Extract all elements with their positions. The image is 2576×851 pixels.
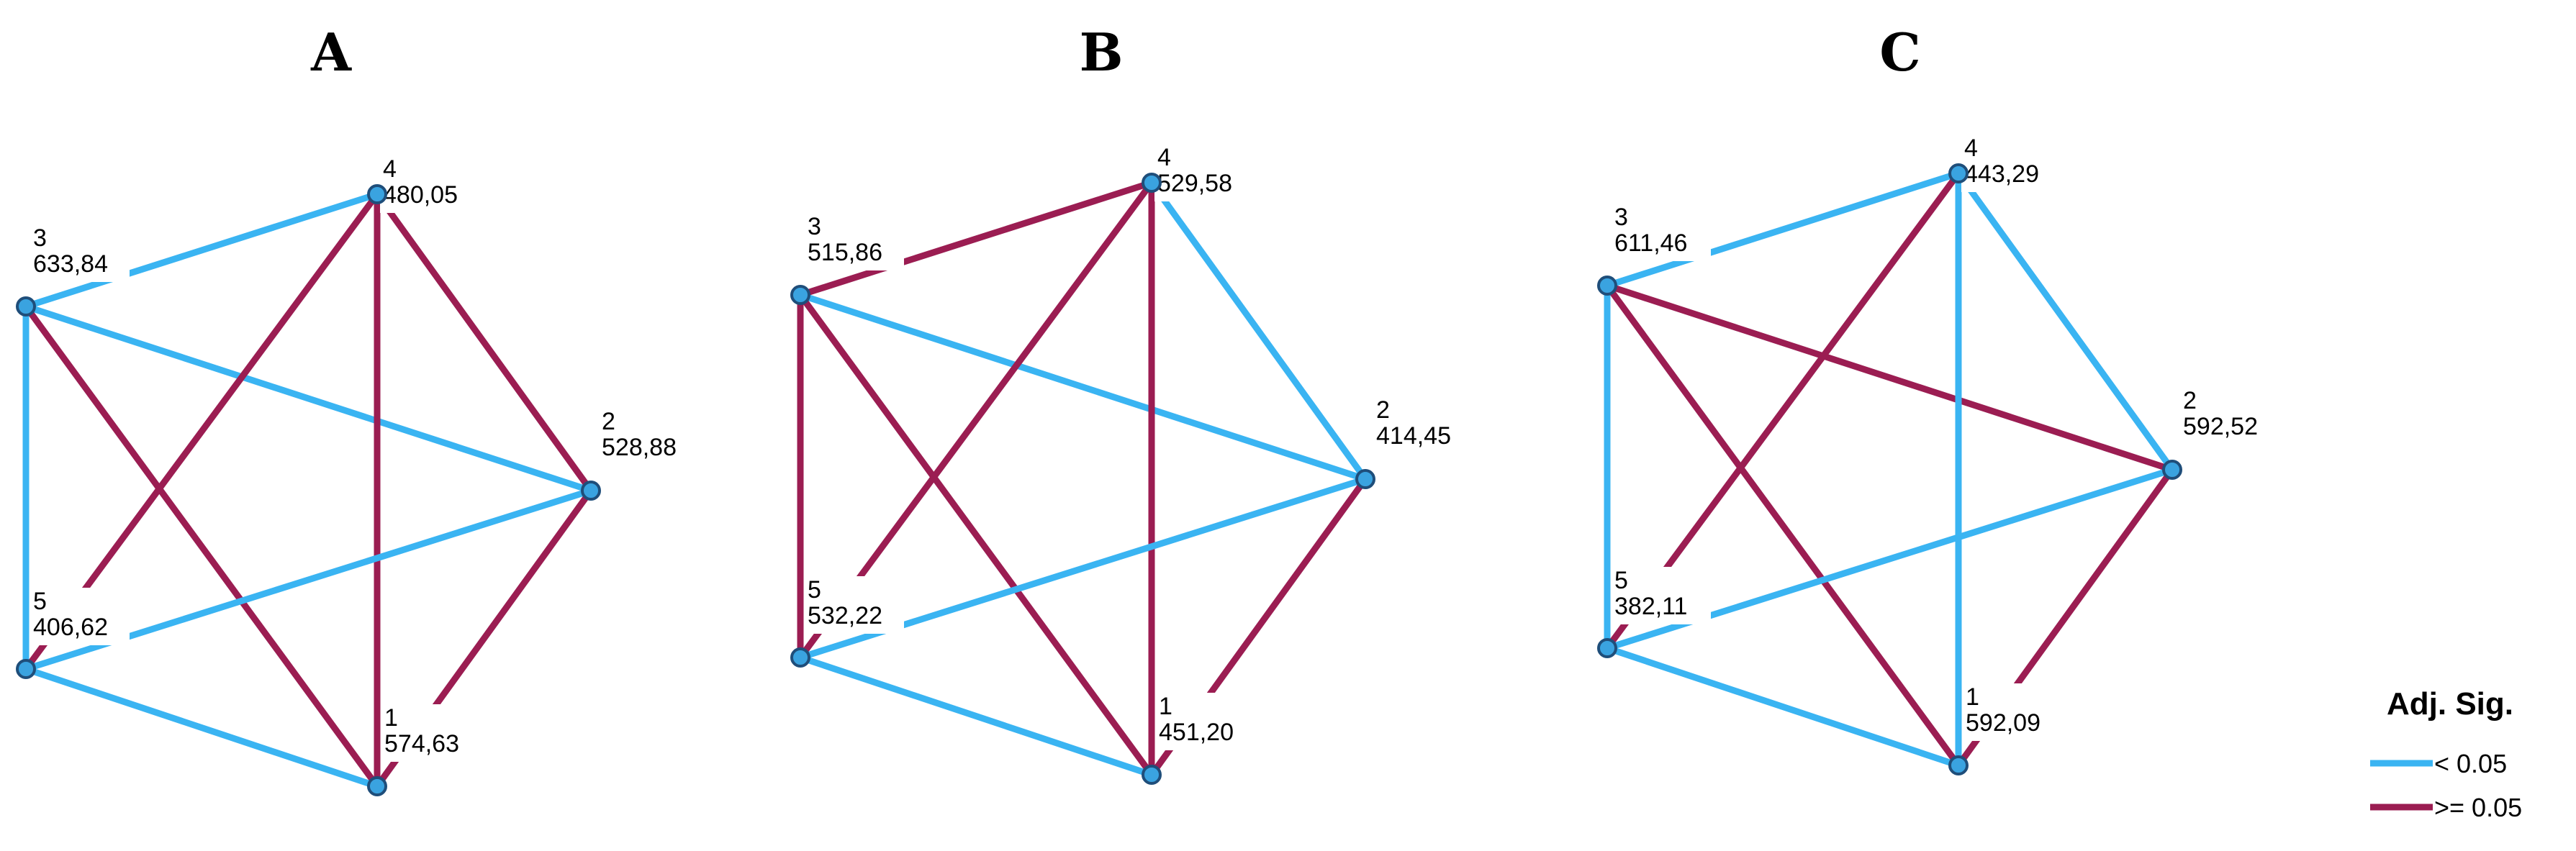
node-mean-rank: 414,45	[1376, 422, 1451, 450]
node-id: 2	[602, 408, 615, 435]
nodes	[1597, 163, 2182, 775]
node-label-background	[599, 408, 698, 465]
nodes	[790, 173, 1375, 785]
node-mean-rank: 529,58	[1157, 170, 1232, 197]
node-label-background	[805, 576, 904, 634]
edge-4-2	[374, 192, 594, 493]
panel-title: A	[310, 22, 352, 83]
node-id: 2	[1376, 396, 1390, 424]
legend: Adj. Sig. < 0.05 >= 0.05	[2370, 686, 2522, 822]
node-3	[16, 296, 36, 317]
node-mean-rank: 592,09	[1966, 709, 2041, 737]
node-label-background	[30, 588, 130, 645]
node-label-background	[1156, 693, 1255, 750]
node-mean-rank: 532,22	[808, 602, 882, 629]
node-1	[367, 776, 387, 796]
node-label-background	[1154, 144, 1254, 201]
node-2	[2162, 460, 2182, 480]
node-mean-rank: 406,62	[33, 614, 108, 641]
node-4	[1948, 163, 1969, 183]
node-label-background	[1612, 567, 1711, 624]
node-4	[367, 184, 387, 204]
edge-3-1	[23, 304, 380, 788]
node-5	[1597, 638, 1617, 658]
edges	[797, 179, 1368, 778]
node-id: 5	[33, 588, 47, 615]
edge-3-2	[799, 291, 1367, 483]
node-label-background	[1373, 396, 1473, 454]
edge-4-2	[1149, 181, 1368, 481]
node-mean-rank: 574,63	[384, 730, 459, 757]
node-1	[1142, 765, 1162, 785]
node-id: 4	[1964, 135, 1978, 162]
edge-3-1	[797, 293, 1154, 777]
node-4	[1142, 173, 1162, 193]
node-id: 2	[2183, 387, 2197, 414]
panels-layer: A1574,632528,883633,844480,055406,62B145…	[16, 22, 2279, 796]
node-label-background	[805, 213, 904, 270]
edge-5-1	[799, 654, 1153, 778]
node-mean-rank: 443,29	[1964, 160, 2039, 188]
node-mean-rank: 633,84	[33, 250, 108, 278]
edge-4-2	[1956, 171, 2175, 472]
edges	[22, 191, 594, 790]
node-id: 4	[1157, 144, 1171, 171]
nodes	[16, 184, 601, 796]
node-2	[1355, 469, 1375, 489]
node-label-background	[30, 224, 130, 282]
node-id: 3	[808, 213, 821, 240]
node-mean-rank: 382,11	[1614, 593, 1687, 620]
panel-title: C	[1879, 22, 1920, 83]
node-label-background	[381, 704, 481, 762]
edge-3-4	[799, 179, 1153, 299]
node-3	[790, 285, 810, 305]
node-mean-rank: 515,86	[808, 239, 882, 266]
node-mean-rank: 592,52	[2183, 413, 2258, 440]
edge-3-4	[1606, 170, 1960, 289]
node-2	[581, 481, 601, 501]
node-5	[790, 647, 810, 668]
node-id: 1	[1966, 683, 1979, 711]
node-id: 5	[808, 576, 821, 604]
edge-5-1	[1606, 645, 1960, 769]
node-id: 5	[1614, 567, 1628, 594]
node-id: 3	[1614, 204, 1628, 231]
node-id: 1	[1159, 693, 1172, 720]
node-label-background	[2180, 387, 2279, 445]
panel-title: B	[1080, 22, 1124, 83]
node-1	[1948, 755, 1969, 775]
edge-3-2	[1606, 282, 2174, 473]
node-3	[1597, 276, 1617, 296]
edge-3-2	[24, 303, 592, 494]
legend-label-nonsig: >= 0.05	[2434, 793, 2522, 822]
node-mean-rank: 611,46	[1614, 229, 1687, 257]
node-mean-rank: 528,88	[602, 434, 677, 461]
node-id: 4	[383, 155, 397, 183]
legend-title: Adj. Sig.	[2387, 686, 2513, 722]
node-mean-rank: 451,20	[1159, 719, 1234, 746]
node-label-background	[380, 155, 479, 213]
node-id: 3	[33, 224, 47, 252]
node-label-background	[1963, 683, 2062, 741]
edge-3-1	[1604, 283, 1961, 768]
node-mean-rank: 480,05	[383, 181, 458, 209]
node-label-background	[1961, 135, 2061, 192]
node-id: 1	[384, 704, 398, 732]
edges	[1604, 170, 2175, 769]
node-5	[16, 659, 36, 679]
legend-label-sig: < 0.05	[2434, 749, 2507, 778]
edge-3-4	[24, 191, 379, 310]
edge-5-1	[24, 665, 379, 790]
node-label-background	[1612, 204, 1711, 261]
